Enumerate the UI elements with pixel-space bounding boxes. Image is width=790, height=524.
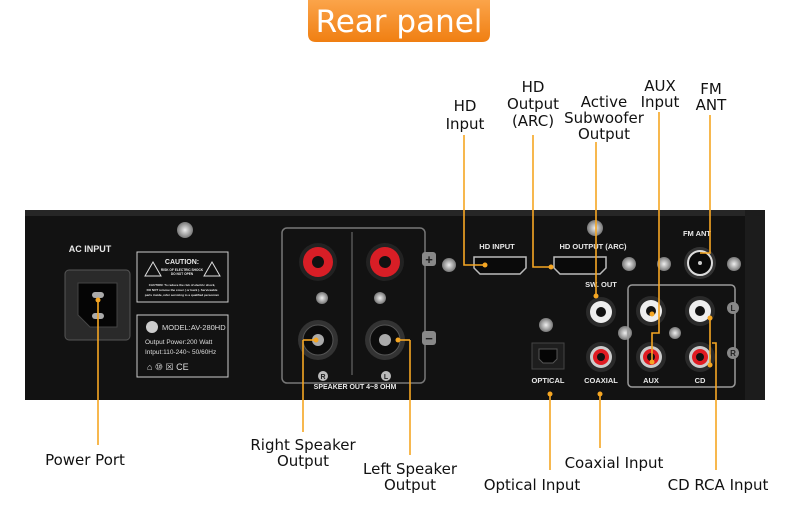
callout-right-speaker: Right Speaker Output: [250, 436, 356, 470]
page-title: Rear panel: [316, 4, 483, 40]
hdmi-input-port: [473, 256, 527, 275]
svg-text:parts inside, refer servicing: parts inside, refer servicing to a quali…: [145, 293, 220, 297]
svg-text:L: L: [384, 374, 389, 381]
svg-text:Left Speaker: Left Speaker: [363, 460, 458, 478]
cd-right-jack: [685, 342, 715, 372]
svg-text:MODEL:AV-280HD: MODEL:AV-280HD: [162, 323, 226, 332]
screw-icon: [442, 258, 456, 272]
svg-text:Output: Output: [384, 476, 436, 494]
screw-icon: [669, 327, 681, 339]
svg-text:Intput:110-240~ 50/60Hz: Intput:110-240~ 50/60Hz: [145, 349, 216, 356]
speaker-out-label: SPEAKER OUT 4~8 OHM: [314, 384, 397, 391]
svg-text:DO NOT OPEN: DO NOT OPEN: [171, 272, 194, 276]
coaxial-jack: [586, 342, 616, 372]
svg-text:R: R: [320, 374, 325, 381]
channel-l-label: L: [731, 304, 736, 313]
caution-label: CAUTION: RISK OF ELECTRIC SHOCK DO NOT O…: [136, 251, 229, 303]
svg-text:Output: Output: [578, 125, 630, 143]
subwoofer-out-jack: [586, 297, 616, 327]
svg-text:HD: HD: [522, 78, 545, 96]
screw-icon: [587, 220, 603, 236]
callout-fm: FM ANT: [696, 80, 727, 114]
model-label: MODEL:AV-280HD Output Power:200 Watt Int…: [136, 314, 229, 378]
svg-text:Active: Active: [581, 93, 627, 111]
aux-label: AUX: [643, 376, 659, 385]
screw-icon: [657, 257, 671, 271]
svg-text:Output Power:200 Watt: Output Power:200 Watt: [145, 339, 213, 346]
svg-text:Input: Input: [641, 93, 680, 111]
screw-icon: [177, 222, 193, 238]
ac-input-label: AC INPUT: [69, 244, 112, 254]
svg-text:Input: Input: [446, 115, 485, 133]
sw-out-label: SW. OUT: [585, 280, 617, 289]
speaker-terminal-left-positive: [366, 243, 404, 281]
screw-icon: [727, 257, 741, 271]
leader-lines: [95, 112, 717, 470]
screw-icon: [618, 326, 632, 340]
svg-text:DO NOT remove the cover ( or b: DO NOT remove the cover ( or back ). Ser…: [147, 288, 218, 292]
callout-left-speaker: Left Speaker Output: [363, 460, 458, 494]
speaker-terminal-right-positive: [299, 243, 337, 281]
screw-icon: [622, 257, 636, 271]
svg-text:Output: Output: [507, 95, 559, 113]
svg-text:CAUTION:: CAUTION:: [165, 259, 199, 266]
callout-hd-input: HD Input: [446, 97, 485, 133]
aux-left-jack: [636, 296, 666, 326]
callout-coaxial: Coaxial Input: [565, 454, 664, 472]
plus-label: +: [425, 252, 433, 267]
svg-text:Subwoofer: Subwoofer: [564, 109, 645, 127]
hd-input-label: HD INPUT: [479, 242, 515, 251]
screw-icon: [539, 318, 553, 332]
svg-text:CAUTION: To reduce the risk of: CAUTION: To reduce the risk of electric …: [149, 283, 216, 287]
hd-output-label: HD OUTPUT (ARC): [559, 242, 627, 251]
callout-aux: AUX Input: [641, 77, 680, 111]
title-banner: Rear panel: [308, 0, 490, 42]
brand-logo: [146, 321, 158, 333]
svg-text:FM: FM: [700, 80, 722, 98]
cd-left-jack: [685, 296, 715, 326]
cd-label: CD: [695, 376, 706, 385]
callout-power-port: Power Port: [45, 451, 125, 469]
aux-right-jack: [636, 342, 666, 372]
speaker-terminal-left-negative: [365, 320, 405, 360]
optical-port: [531, 342, 565, 370]
coaxial-label: COAXIAL: [584, 376, 618, 385]
channel-r-label: R: [730, 349, 736, 358]
minus-label: −: [425, 331, 433, 346]
svg-text:(ARC): (ARC): [512, 112, 554, 130]
hdmi-output-port: [553, 256, 607, 275]
svg-text:ANT: ANT: [696, 96, 727, 114]
fm-antenna-connector: [684, 247, 716, 279]
callout-cd: CD RCA Input: [668, 476, 769, 494]
fm-ant-label: FM ANT: [683, 229, 711, 238]
warning-icon: [203, 260, 221, 277]
screw-icon: [374, 292, 386, 304]
cert-icons: ⌂ ⑩ ☒ CE: [147, 362, 189, 372]
optical-label: OPTICAL: [532, 376, 565, 385]
svg-text:Output: Output: [277, 452, 329, 470]
callout-hd-output: HD Output (ARC): [507, 78, 559, 130]
svg-text:RISK OF ELECTRIC SHOCK: RISK OF ELECTRIC SHOCK: [161, 268, 204, 272]
svg-text:AUX: AUX: [644, 77, 676, 95]
svg-text:Right Speaker: Right Speaker: [250, 436, 356, 454]
callout-optical: Optical Input: [484, 476, 581, 494]
callout-subwoofer: Active Subwoofer Output: [564, 93, 645, 143]
svg-text:HD: HD: [454, 97, 477, 115]
screw-icon: [316, 292, 328, 304]
amplifier-rear-panel: AC INPUT CAUTION: RISK OF ELECTRIC SHOCK…: [25, 210, 765, 400]
